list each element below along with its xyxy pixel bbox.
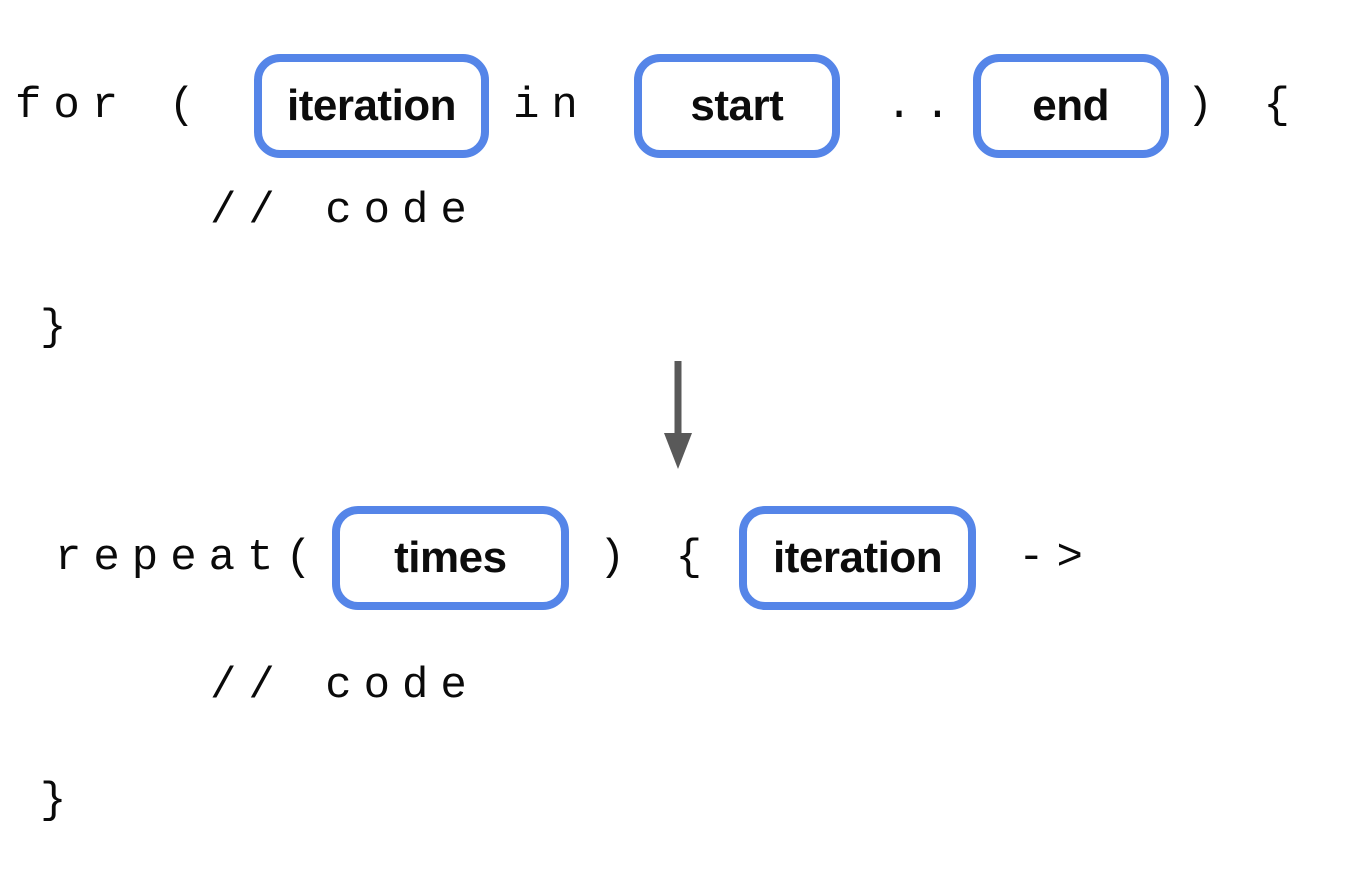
slot-times-label: times bbox=[394, 533, 507, 582]
for-body-comment-line: // code bbox=[210, 186, 479, 236]
repeat-loop-header-line: repeat( times ) { iteration -> bbox=[55, 505, 1095, 611]
for-closing-brace-line: } bbox=[40, 303, 78, 353]
down-arrow-svg bbox=[664, 361, 692, 469]
transform-down-arrow-icon bbox=[662, 361, 694, 469]
in-keyword: in bbox=[513, 81, 590, 131]
slot-iteration-label: iteration bbox=[286, 81, 457, 130]
for-loop-header-line: for ( iteration in start .. end ) { bbox=[15, 53, 1302, 159]
slot-end-label: end bbox=[1032, 81, 1110, 130]
closing-brace: } bbox=[40, 776, 79, 826]
closing-brace: } bbox=[40, 303, 79, 353]
repeat-body-comment-line: // code bbox=[210, 661, 479, 711]
slot-start[interactable]: start bbox=[633, 54, 840, 158]
slot-iteration[interactable]: iteration bbox=[254, 54, 490, 158]
range-operator: .. bbox=[885, 81, 963, 131]
slot-iteration[interactable]: iteration bbox=[739, 506, 977, 610]
lambda-arrow-operator: -> bbox=[1018, 533, 1095, 583]
repeat-close-paren-open-brace: ) { bbox=[598, 533, 715, 583]
repeat-keyword: repeat( bbox=[55, 533, 324, 583]
repeat-closing-brace-line: } bbox=[40, 776, 78, 826]
for-keyword: for ( bbox=[15, 81, 208, 131]
code-comment: // code bbox=[210, 186, 479, 236]
slot-start-label: start bbox=[690, 81, 784, 130]
code-comment: // code bbox=[210, 661, 479, 711]
slot-times[interactable]: times bbox=[331, 506, 569, 610]
slot-end[interactable]: end bbox=[972, 54, 1169, 158]
for-close-paren-open-brace: ) { bbox=[1186, 81, 1302, 131]
slot-iteration-label: iteration bbox=[773, 533, 943, 582]
